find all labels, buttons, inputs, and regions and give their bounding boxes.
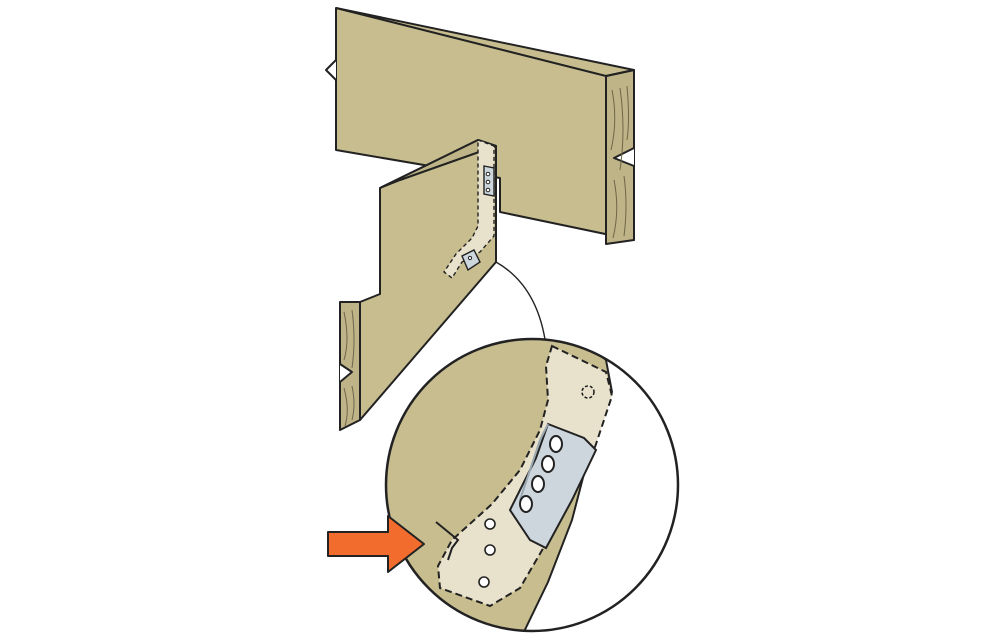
joist-break-notch xyxy=(339,363,353,383)
fastener-hole-icon xyxy=(541,455,555,473)
pointer-arrow-icon xyxy=(327,515,425,573)
header-beam-break-left xyxy=(325,59,337,81)
hanger-visible-plate-lower xyxy=(461,249,481,272)
detail-hanger-hidden xyxy=(436,344,614,608)
header-beam xyxy=(325,7,635,245)
header-beam-break-right xyxy=(613,147,635,167)
detail-prong-tab xyxy=(435,521,460,561)
detail-magnifier-circle-icon xyxy=(384,337,680,633)
fastener-hole-icon xyxy=(478,576,490,588)
joist-end-face xyxy=(339,301,361,431)
joist xyxy=(339,139,497,431)
joist-top-ledge xyxy=(379,139,497,189)
fastener-hole-icon xyxy=(531,475,545,493)
fastener-hole-icon xyxy=(485,187,491,193)
detail-leader-line xyxy=(495,261,547,347)
fastener-hole-icon xyxy=(485,171,491,177)
fastener-hole-icon xyxy=(467,255,473,261)
fastener-hole-icon xyxy=(519,495,533,513)
fastener-hole-icon xyxy=(485,179,491,185)
fastener-hole-icon xyxy=(484,518,496,530)
fastener-hole-icon xyxy=(484,544,496,556)
fastener-hole-icon xyxy=(581,385,595,399)
hanger-hidden-outline xyxy=(443,138,495,280)
hanger-small-view xyxy=(443,138,495,280)
fastener-hole-icon xyxy=(549,435,563,453)
header-beam-top-edge xyxy=(335,7,635,77)
